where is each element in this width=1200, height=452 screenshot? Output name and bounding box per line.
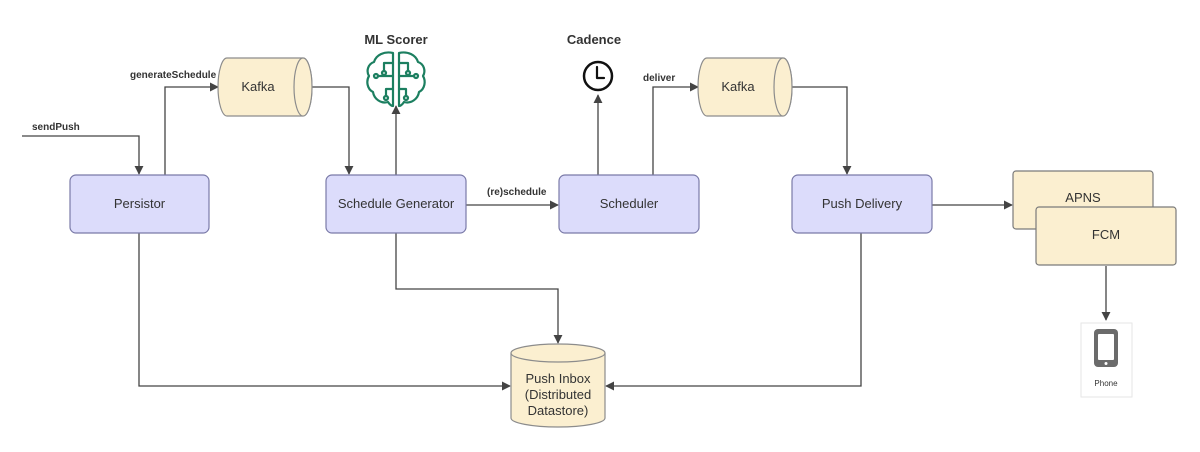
edge-sendpush: [22, 135, 144, 175]
edge-persistor-inbox: [138, 233, 511, 391]
persistor-label: Persistor: [114, 196, 166, 211]
brain-circuit-icon: [366, 51, 426, 108]
push-inbox-line-2: (Distributed: [525, 387, 591, 402]
push-inbox-line-3: Datastore): [528, 403, 589, 418]
node-push-inbox: Push Inbox (Distributed Datastore): [510, 343, 606, 428]
ml-scorer-title: ML Scorer: [364, 32, 427, 47]
kafka-1-label: Kafka: [241, 79, 275, 94]
edge-kafka-push-delivery: [792, 86, 852, 175]
cadence-title: Cadence: [567, 32, 621, 47]
node-kafka-1: Kafka: [217, 57, 313, 117]
label-reschedule: (re)schedule: [487, 187, 547, 198]
node-push-delivery: Push Delivery: [791, 174, 933, 234]
phone-label: Phone: [1094, 379, 1118, 388]
scheduler-label: Scheduler: [600, 196, 659, 211]
edge-deliver: [652, 82, 699, 175]
label-deliver: deliver: [643, 73, 675, 84]
schedule-generator-label: Schedule Generator: [338, 196, 455, 211]
edge-persistor-kafka: [164, 82, 219, 175]
push-inbox-line-1: Push Inbox: [525, 371, 591, 386]
connectors: [22, 82, 1111, 391]
node-fcm: FCM: [1035, 206, 1177, 266]
fcm-label: FCM: [1092, 227, 1120, 242]
node-phone: Phone: [1080, 322, 1133, 398]
clock-icon: [582, 60, 614, 92]
node-scheduler: Scheduler: [558, 174, 700, 234]
edge-delivery-inbox: [605, 233, 862, 391]
edge-generator-inbox: [395, 233, 563, 344]
node-schedule-generator: Schedule Generator: [325, 174, 467, 234]
node-kafka-2: Kafka: [697, 57, 793, 117]
edge-kafka-schedule-generator: [312, 86, 354, 175]
node-persistor: Persistor: [69, 174, 210, 234]
kafka-2-label: Kafka: [721, 79, 755, 94]
smartphone-icon: [1094, 329, 1118, 367]
label-sendpush: sendPush: [32, 122, 80, 133]
label-generateschedule: generateSchedule: [130, 70, 217, 81]
apns-label: APNS: [1065, 190, 1101, 205]
push-delivery-label: Push Delivery: [822, 196, 903, 211]
